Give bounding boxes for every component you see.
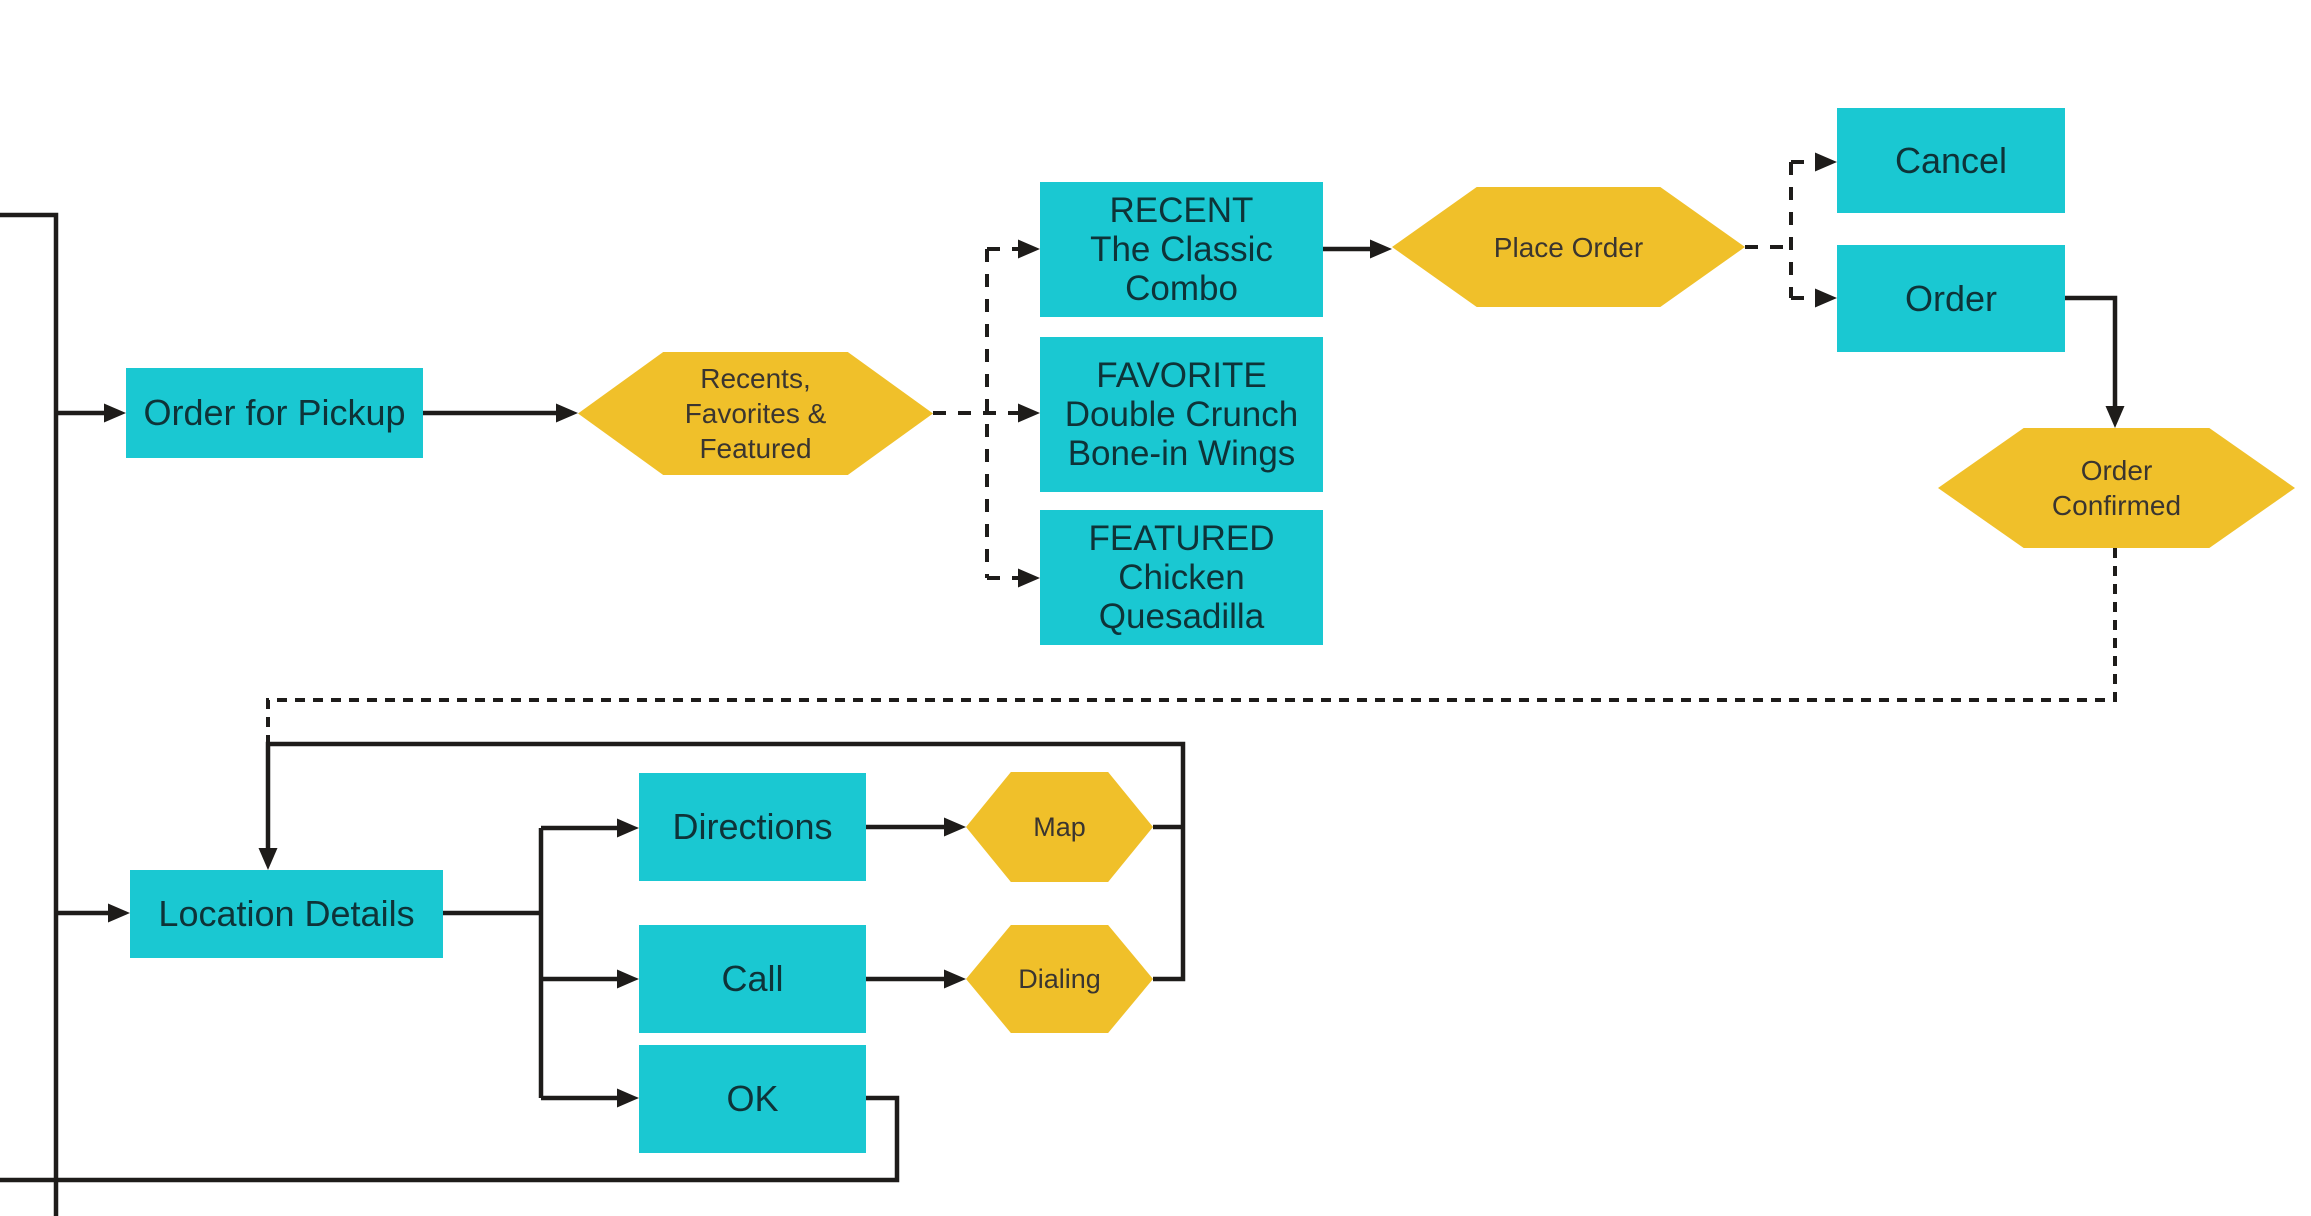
node-label-featured-chicken-quesadilla: FEATURED Chicken Quesadilla <box>1088 519 1275 636</box>
node-call[interactable]: Call <box>639 925 866 1033</box>
node-label-directions: Directions <box>672 806 833 847</box>
arrowhead-to-recent <box>1018 239 1040 259</box>
node-label-location-details: Location Details <box>158 893 415 934</box>
arrowhead-to-cancel <box>1815 152 1837 172</box>
node-label-call: Call <box>721 958 784 999</box>
edge-entry-feeder <box>0 212 59 1216</box>
node-label-recents-favorites-featured: Recents, Favorites & Featured <box>684 363 827 464</box>
node-ok[interactable]: OK <box>639 1045 866 1153</box>
arrowhead-to-featured <box>1018 568 1040 588</box>
node-place-order[interactable]: Place Order <box>1392 187 1745 307</box>
node-label-map: Map <box>1033 811 1086 842</box>
node-label-order-confirmed: Order Confirmed <box>2051 455 2182 521</box>
node-favorite-double-crunch-bone-in-wings[interactable]: FAVORITE Double Crunch Bone-in Wings <box>1040 337 1323 492</box>
node-order[interactable]: Order <box>1837 245 2065 352</box>
node-label-cancel: Cancel <box>1894 139 2008 181</box>
arrowhead-entry-to-location-details <box>108 903 130 923</box>
arrowhead-recent-to-place-order <box>1370 239 1392 259</box>
node-order-confirmed[interactable]: Order Confirmed <box>1938 428 2295 548</box>
node-directions[interactable]: Directions <box>639 773 866 881</box>
edge-order-to-order-confirmed <box>2065 295 2118 412</box>
node-order-for-pickup[interactable]: Order for Pickup <box>126 368 423 458</box>
node-label-dialing: Dialing <box>1018 963 1101 994</box>
node-recent-the-classic-combo[interactable]: RECENT The Classic Combo <box>1040 182 1323 317</box>
node-map[interactable]: Map <box>966 772 1153 882</box>
node-cancel[interactable]: Cancel <box>1837 108 2065 213</box>
edge-loop-to-location-details <box>265 741 1186 982</box>
arrowhead-branch-to-call <box>617 969 639 989</box>
arrowhead-branch-to-directions <box>617 818 639 838</box>
arrowhead-order-to-order-confirmed <box>2105 406 2125 428</box>
arrowhead-pickup-to-recents <box>556 403 578 423</box>
node-recents-favorites-featured[interactable]: Recents, Favorites & Featured <box>578 352 933 475</box>
node-featured-chicken-quesadilla[interactable]: FEATURED Chicken Quesadilla <box>1040 510 1323 645</box>
node-label-ok: OK <box>726 1078 779 1119</box>
node-label-order-for-pickup: Order for Pickup <box>143 392 406 433</box>
arrowhead-branch-to-ok <box>617 1088 639 1108</box>
arrowhead-directions-to-map <box>944 817 966 837</box>
arrowhead-entry-to-order-for-pickup <box>104 403 126 423</box>
edge-confirmed-to-location-details <box>266 548 2117 744</box>
node-label-favorite-double-crunch-bone-in-wings: FAVORITE Double Crunch Bone-in Wings <box>1064 356 1299 473</box>
arrowhead-loop-to-location-details <box>258 848 278 870</box>
node-label-place-order: Place Order <box>1493 231 1644 263</box>
arrowhead-call-to-dialing <box>944 969 966 989</box>
node-location-details[interactable]: Location Details <box>130 870 443 958</box>
node-dialing[interactable]: Dialing <box>966 925 1153 1033</box>
node-label-recent-the-classic-combo: RECENT The Classic Combo <box>1090 191 1273 308</box>
arrowhead-recents-out <box>1018 403 1040 423</box>
edge-ok-return <box>0 1095 900 1183</box>
arrowhead-to-order <box>1815 288 1837 308</box>
node-label-order: Order <box>1904 277 1998 319</box>
